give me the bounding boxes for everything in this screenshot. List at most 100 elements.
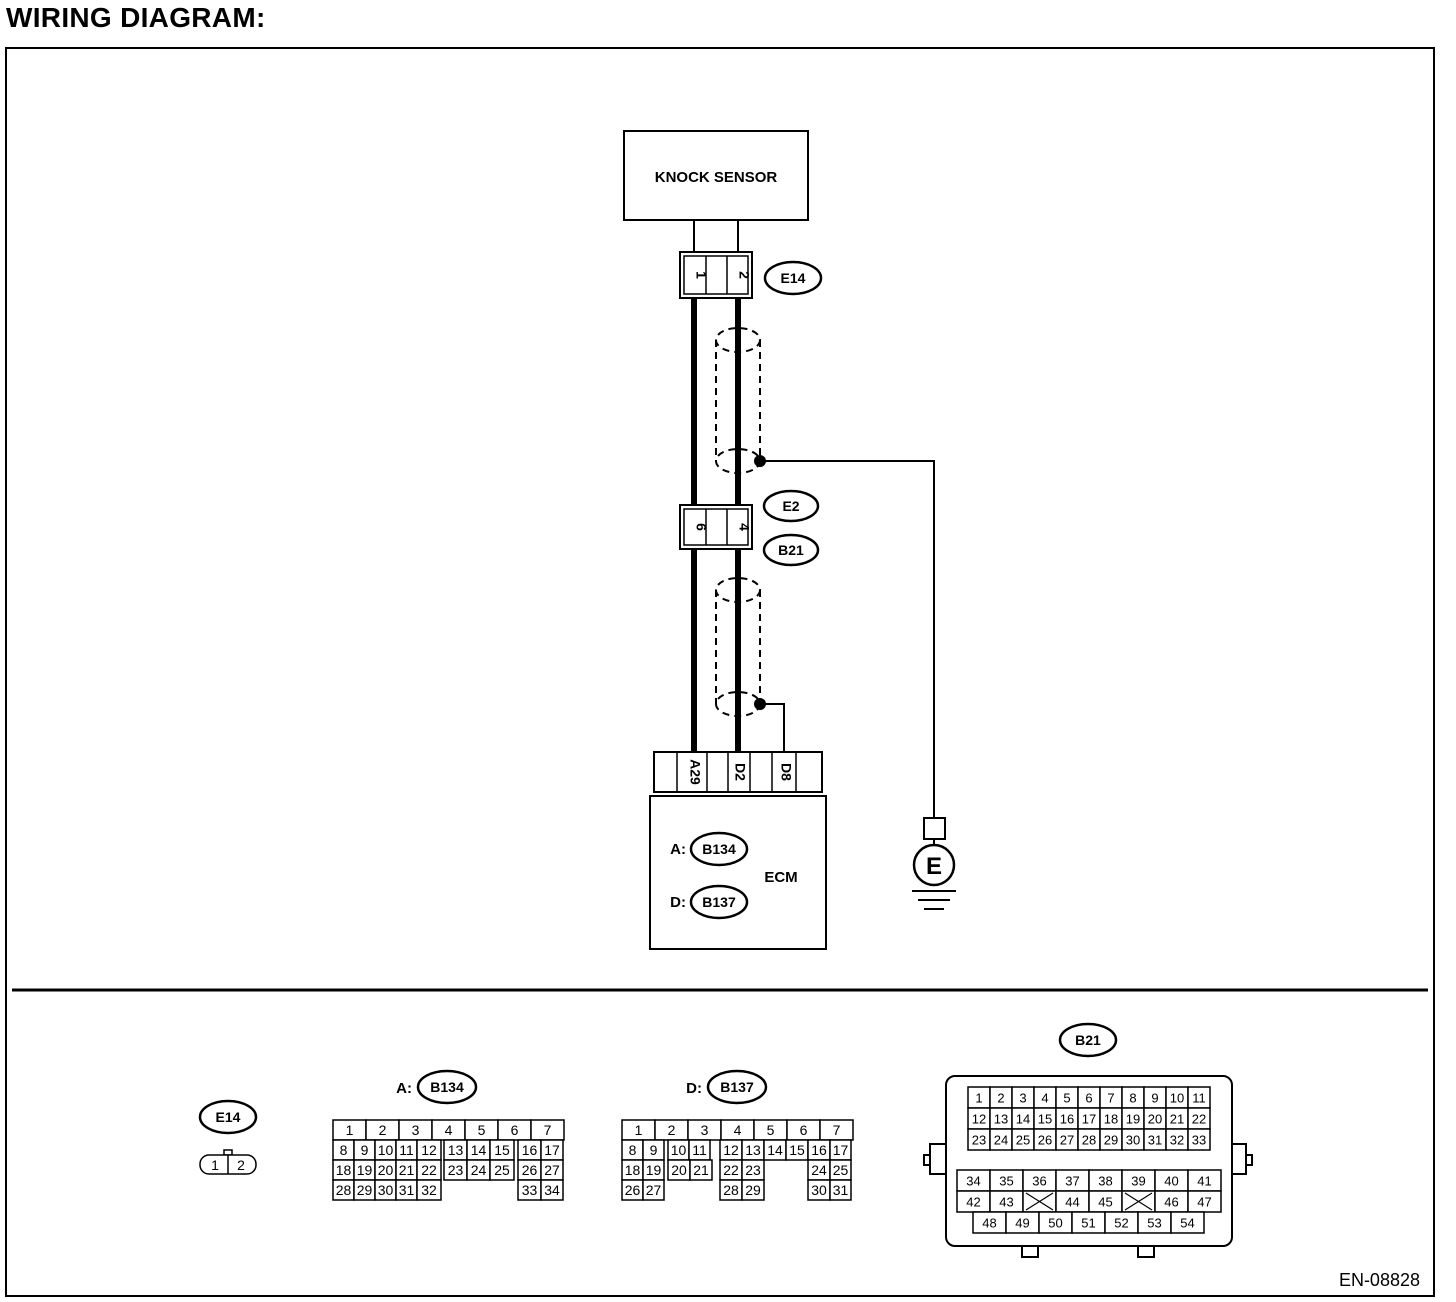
e14-pin-1: 1 xyxy=(693,271,709,279)
connector-pin: 4 xyxy=(720,1119,755,1141)
connector-pin: 29 xyxy=(1099,1128,1123,1151)
svg-text:15: 15 xyxy=(789,1142,805,1158)
connector-pin: 16 xyxy=(517,1139,542,1161)
svg-text:41: 41 xyxy=(1197,1174,1211,1189)
svg-text:31: 31 xyxy=(399,1182,415,1198)
svg-text:2: 2 xyxy=(668,1122,676,1138)
svg-text:20: 20 xyxy=(1148,1112,1162,1127)
connector-pin: 43 xyxy=(989,1190,1024,1213)
connector-pin: 25 xyxy=(829,1159,852,1181)
connector-pin: 29 xyxy=(741,1179,765,1201)
svg-text:10: 10 xyxy=(378,1142,394,1158)
svg-text:7: 7 xyxy=(1107,1091,1114,1106)
connector-pin: 7 xyxy=(1099,1086,1123,1109)
connector-pin: 14 xyxy=(1011,1107,1035,1130)
connector-pin: 17 xyxy=(829,1139,852,1161)
connector-pin: 37 xyxy=(1055,1169,1090,1192)
svg-text:35: 35 xyxy=(999,1174,1013,1189)
svg-text:14: 14 xyxy=(1016,1112,1030,1127)
connector-pin: 5 xyxy=(1055,1086,1079,1109)
connector-pin: 22 xyxy=(719,1159,743,1181)
svg-text:54: 54 xyxy=(1180,1216,1194,1231)
view-e14-tag: E14 xyxy=(216,1109,241,1125)
svg-text:29: 29 xyxy=(357,1182,373,1198)
connector-pin: 5 xyxy=(464,1119,499,1141)
svg-text:19: 19 xyxy=(357,1162,373,1178)
svg-text:18: 18 xyxy=(625,1162,641,1178)
svg-text:18: 18 xyxy=(1104,1112,1118,1127)
e14-pin-2: 2 xyxy=(736,271,752,279)
svg-text:26: 26 xyxy=(1038,1133,1052,1148)
tag-e2-text: E2 xyxy=(782,498,799,514)
connector-pin: 11 xyxy=(395,1139,418,1161)
e2-pin-4: 4 xyxy=(736,523,752,531)
connector-pin: 17 xyxy=(1077,1107,1101,1130)
connector-pin: 8 xyxy=(621,1139,644,1161)
connector-pin: 21 xyxy=(689,1159,713,1181)
connector-pin: 28 xyxy=(1077,1128,1101,1151)
connector-pin: 20 xyxy=(667,1159,691,1181)
connector-pin: 11 xyxy=(1187,1086,1211,1109)
svg-text:36: 36 xyxy=(1032,1174,1046,1189)
svg-text:17: 17 xyxy=(833,1142,849,1158)
svg-text:24: 24 xyxy=(471,1162,487,1178)
svg-text:11: 11 xyxy=(692,1142,707,1158)
connector-pin: 33 xyxy=(1187,1128,1211,1151)
connector-pin: 15 xyxy=(785,1139,809,1161)
connector-pin: 33 xyxy=(517,1179,542,1201)
connector-pin: 12 xyxy=(967,1107,991,1130)
view-b134-tag: B134 xyxy=(430,1079,464,1095)
ecm-prefix-a: A: xyxy=(670,841,686,858)
svg-text:15: 15 xyxy=(494,1142,510,1158)
svg-text:51: 51 xyxy=(1081,1216,1095,1231)
tag-b21-text: B21 xyxy=(778,542,804,558)
connector-pin: 23 xyxy=(443,1159,468,1181)
connector-pin: 51 xyxy=(1071,1211,1106,1234)
ecm-pin-d8: D8 xyxy=(778,763,794,781)
connector-pin: 20 xyxy=(1143,1107,1167,1130)
connector-pin: 32 xyxy=(1165,1128,1189,1151)
connector-pin: 4 xyxy=(1033,1086,1057,1109)
svg-text:1: 1 xyxy=(635,1122,643,1138)
svg-text:30: 30 xyxy=(378,1182,394,1198)
knock-sensor: KNOCK SENSOR xyxy=(623,130,809,252)
svg-text:26: 26 xyxy=(522,1162,538,1178)
ground-label: E xyxy=(926,853,942,880)
svg-text:28: 28 xyxy=(1082,1133,1096,1148)
svg-text:34: 34 xyxy=(966,1174,980,1189)
svg-text:4: 4 xyxy=(1041,1091,1048,1106)
ground-wire xyxy=(760,460,935,818)
svg-text:20: 20 xyxy=(378,1162,394,1178)
svg-text:28: 28 xyxy=(336,1182,352,1198)
connector-pin: 45 xyxy=(1088,1190,1123,1213)
connector-pin: 16 xyxy=(1055,1107,1079,1130)
connector-pin: 9 xyxy=(642,1139,665,1161)
view-e14-pin: 2 xyxy=(237,1157,245,1173)
connector-pin: 14 xyxy=(763,1139,787,1161)
connector-pin: 24 xyxy=(807,1159,831,1181)
connector-pin: 49 xyxy=(1005,1211,1040,1234)
ecm-tag-b134: B134 xyxy=(702,841,736,857)
svg-text:9: 9 xyxy=(650,1142,658,1158)
svg-text:22: 22 xyxy=(1192,1112,1206,1127)
connector-pin: 2 xyxy=(365,1119,400,1141)
connector-pin: 9 xyxy=(1143,1086,1167,1109)
svg-text:9: 9 xyxy=(1151,1091,1158,1106)
svg-text:2: 2 xyxy=(997,1091,1004,1106)
svg-text:5: 5 xyxy=(478,1122,486,1138)
svg-text:3: 3 xyxy=(412,1122,420,1138)
shield-drain-wire xyxy=(760,703,785,752)
connector-pin: 1 xyxy=(621,1119,656,1141)
connector-pin: 6 xyxy=(1077,1086,1101,1109)
connector-pin: 17 xyxy=(540,1139,564,1161)
connector-pin: 27 xyxy=(642,1179,665,1201)
svg-text:40: 40 xyxy=(1164,1174,1178,1189)
connector-pin: 24 xyxy=(989,1128,1013,1151)
svg-text:25: 25 xyxy=(494,1162,510,1178)
connector-pin: 16 xyxy=(807,1139,831,1161)
connector-pin: 15 xyxy=(489,1139,515,1161)
svg-text:17: 17 xyxy=(544,1142,560,1158)
connector-pin: 3 xyxy=(1011,1086,1035,1109)
svg-text:11: 11 xyxy=(1192,1091,1206,1106)
